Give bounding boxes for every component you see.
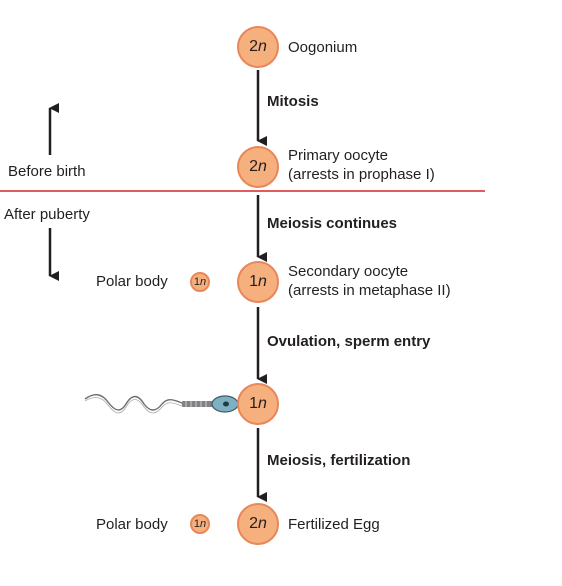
- secondary-oocyte-label: Secondary oocyte (arrests in metaphase I…: [288, 262, 451, 300]
- secondary-oocyte-note: (arrests in metaphase II): [288, 282, 451, 299]
- primary-oocyte-name: Primary oocyte: [288, 147, 389, 164]
- step-mitosis: Mitosis: [267, 93, 319, 110]
- secondary-oocyte-name: Secondary oocyte: [288, 263, 409, 280]
- polar-body-label: Polar body: [96, 273, 168, 290]
- oogonium-label: Oogonium: [288, 39, 358, 56]
- primary-oocyte-note: (arrests in prophase I): [288, 166, 435, 183]
- step-meiosis-continues: Meiosis continues: [267, 215, 398, 232]
- sperm-icon: [84, 394, 239, 414]
- after-puberty-label: After puberty: [4, 206, 90, 223]
- step-ovulation-sperm-entry: Ovulation, sperm entry: [267, 333, 431, 350]
- before-birth-label: Before birth: [8, 163, 86, 180]
- fertilized-egg-label: Fertilized Egg: [288, 516, 380, 533]
- primary-oocyte-label: Primary oocyte (arrests in prophase I): [288, 146, 435, 184]
- step-meiosis-fertilization: Meiosis, fertilization: [267, 452, 411, 469]
- polar-body-label-2: Polar body: [96, 516, 168, 533]
